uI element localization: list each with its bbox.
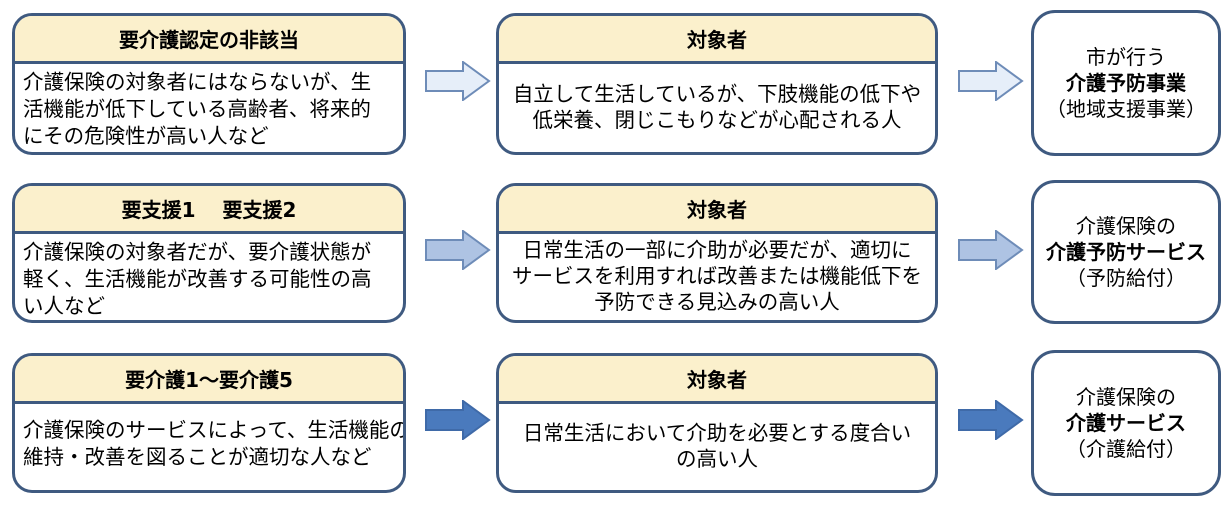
target-title: 対象者: [499, 186, 935, 234]
category-description-line: 軽く、生活機能が改善する可能性の高: [23, 267, 372, 291]
right-arrow-icon: [425, 230, 491, 270]
category-box: 要介護1～要介護5 介護保険のサービスによって、生活機能の 維持・改善を図ること…: [12, 353, 406, 493]
target-description-line: 予防できる見込みの高い人: [594, 289, 840, 314]
right-arrow-icon: [425, 400, 491, 440]
category-description: 介護保険の対象者にはならないが、生 活機能が低下している高齢者、将来的 にその危…: [15, 64, 403, 150]
category-description-line: 維持・改善を図ることが適切な人など: [23, 445, 372, 469]
service-type: （予防給付）: [1066, 266, 1186, 290]
category-title: 要介護1～要介護5: [15, 356, 403, 404]
category-description: 介護保険のサービスによって、生活機能の 維持・改善を図ることが適切な人など: [15, 404, 403, 471]
target-description-line: の高い人: [676, 446, 758, 471]
category-description-line: 介護保険の対象者だが、要介護状態が: [23, 240, 372, 264]
target-box: 対象者 自立して生活しているが、下肢機能の低下や 低栄養、閉じこもりなどが心配さ…: [496, 13, 938, 155]
service-provider: 市が行う: [1086, 45, 1166, 69]
service-name: 介護予防事業: [1066, 71, 1186, 95]
service-name: 介護予防サービス: [1046, 240, 1206, 264]
right-arrow-icon: [958, 61, 1024, 101]
service-provider: 介護保険の: [1076, 385, 1176, 409]
service-name: 介護サービス: [1066, 411, 1186, 435]
category-description-line: い人など: [23, 294, 105, 318]
row-non-applicable: 要介護認定の非該当 介護保険の対象者にはならないが、生 活機能が低下している高齢…: [0, 10, 1231, 163]
row-care-required: 要介護1～要介護5 介護保険のサービスによって、生活機能の 維持・改善を図ること…: [0, 350, 1231, 503]
target-box: 対象者 日常生活において介助を必要とする度合い の高い人: [496, 353, 938, 493]
target-description: 自立して生活しているが、下肢機能の低下や 低栄養、閉じこもりなどが心配される人: [499, 61, 935, 152]
category-box: 要支援1 要支援2 介護保険の対象者だが、要介護状態が 軽く、生活機能が改善する…: [12, 183, 406, 323]
right-arrow-icon: [958, 230, 1024, 270]
target-description-line: 日常生活の一部に介助が必要だが、適切に: [522, 237, 912, 262]
target-box: 対象者 日常生活の一部に介助が必要だが、適切に サービスを利用すれば改善または機…: [496, 183, 938, 323]
category-description: 介護保険の対象者だが、要介護状態が 軽く、生活機能が改善する可能性の高 い人など: [15, 234, 403, 320]
category-description-line: にその危険性が高い人など: [23, 124, 269, 148]
category-title: 要支援1 要支援2: [15, 186, 403, 234]
category-description-line: 介護保険のサービスによって、生活機能の: [23, 418, 406, 442]
category-box: 要介護認定の非該当 介護保険の対象者にはならないが、生 活機能が低下している高齢…: [12, 13, 406, 155]
service-box: 市が行う 介護予防事業 （地域支援事業）: [1031, 10, 1221, 156]
category-title: 要介護認定の非該当: [15, 16, 403, 64]
service-box: 介護保険の 介護予防サービス （予防給付）: [1031, 180, 1221, 324]
row-support-required: 要支援1 要支援2 介護保険の対象者だが、要介護状態が 軽く、生活機能が改善する…: [0, 180, 1231, 333]
right-arrow-icon: [958, 400, 1024, 440]
target-description: 日常生活の一部に介助が必要だが、適切に サービスを利用すれば改善または機能低下を…: [499, 231, 935, 320]
service-type: （介護給付）: [1066, 437, 1186, 461]
target-description-line: 低栄養、閉じこもりなどが心配される人: [532, 107, 902, 132]
target-description-line: 日常生活において介助を必要とする度合い: [522, 420, 912, 445]
right-arrow-icon: [425, 61, 491, 101]
service-provider: 介護保険の: [1076, 214, 1176, 238]
target-title: 対象者: [499, 16, 935, 64]
category-description-line: 介護保険の対象者にはならないが、生: [23, 70, 372, 94]
service-type: （地域支援事業）: [1046, 97, 1206, 121]
service-box: 介護保険の 介護サービス （介護給付）: [1031, 350, 1221, 496]
category-description-line: 活機能が低下している高齢者、将来的: [23, 97, 371, 121]
target-description-line: 自立して生活しているが、下肢機能の低下や: [512, 81, 922, 106]
target-description-line: サービスを利用すれば改善または機能低下を: [512, 263, 922, 288]
target-title: 対象者: [499, 356, 935, 404]
target-description: 日常生活において介助を必要とする度合い の高い人: [499, 401, 935, 490]
